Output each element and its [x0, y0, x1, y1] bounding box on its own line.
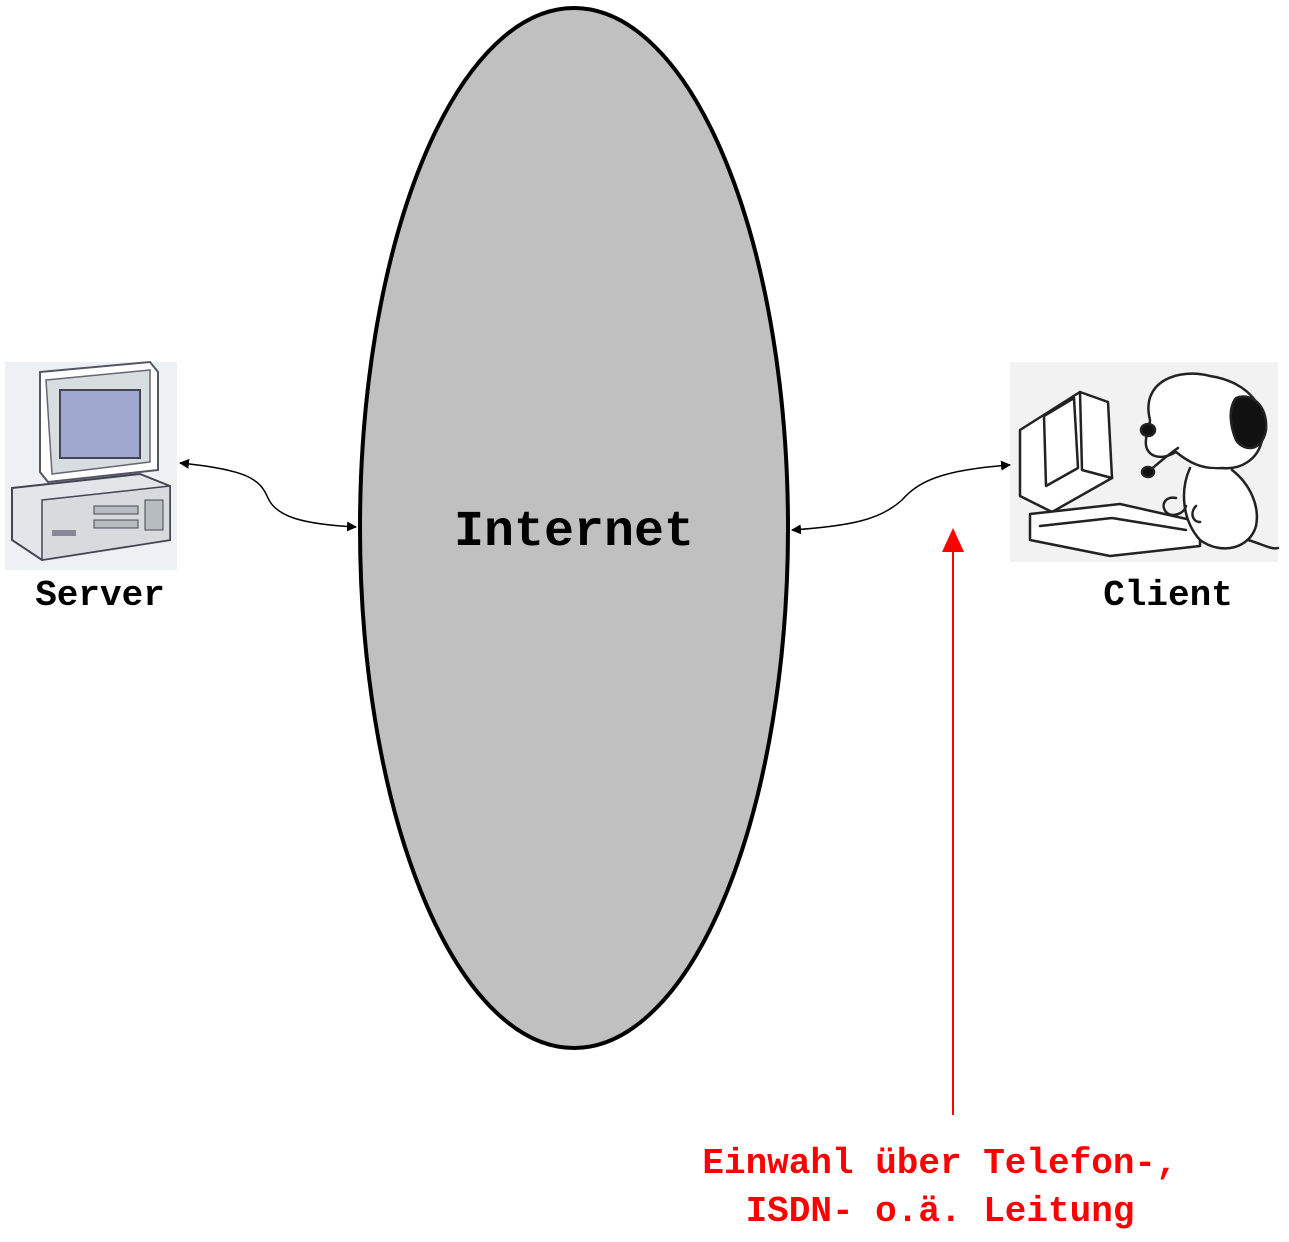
internet-label: Internet: [453, 504, 695, 561]
dialup-note: Einwahl über Telefon-, ISDN- o.ä. Leitun…: [560, 1140, 1289, 1236]
server-label: Server: [35, 575, 165, 616]
dialup-pointer-arrow: [942, 528, 964, 1115]
client-snoopy-computer-icon: [1010, 362, 1280, 562]
internet-client-link: [791, 460, 1011, 535]
client-label: Client: [1103, 575, 1233, 616]
server-internet-link: [179, 458, 357, 532]
dialup-note-line-1: Einwahl über Telefon-,: [702, 1143, 1178, 1184]
internet-cloud: [358, 6, 790, 1050]
server-computer-icon: [5, 360, 177, 570]
dialup-note-line-2: ISDN- o.ä. Leitung: [745, 1191, 1135, 1232]
